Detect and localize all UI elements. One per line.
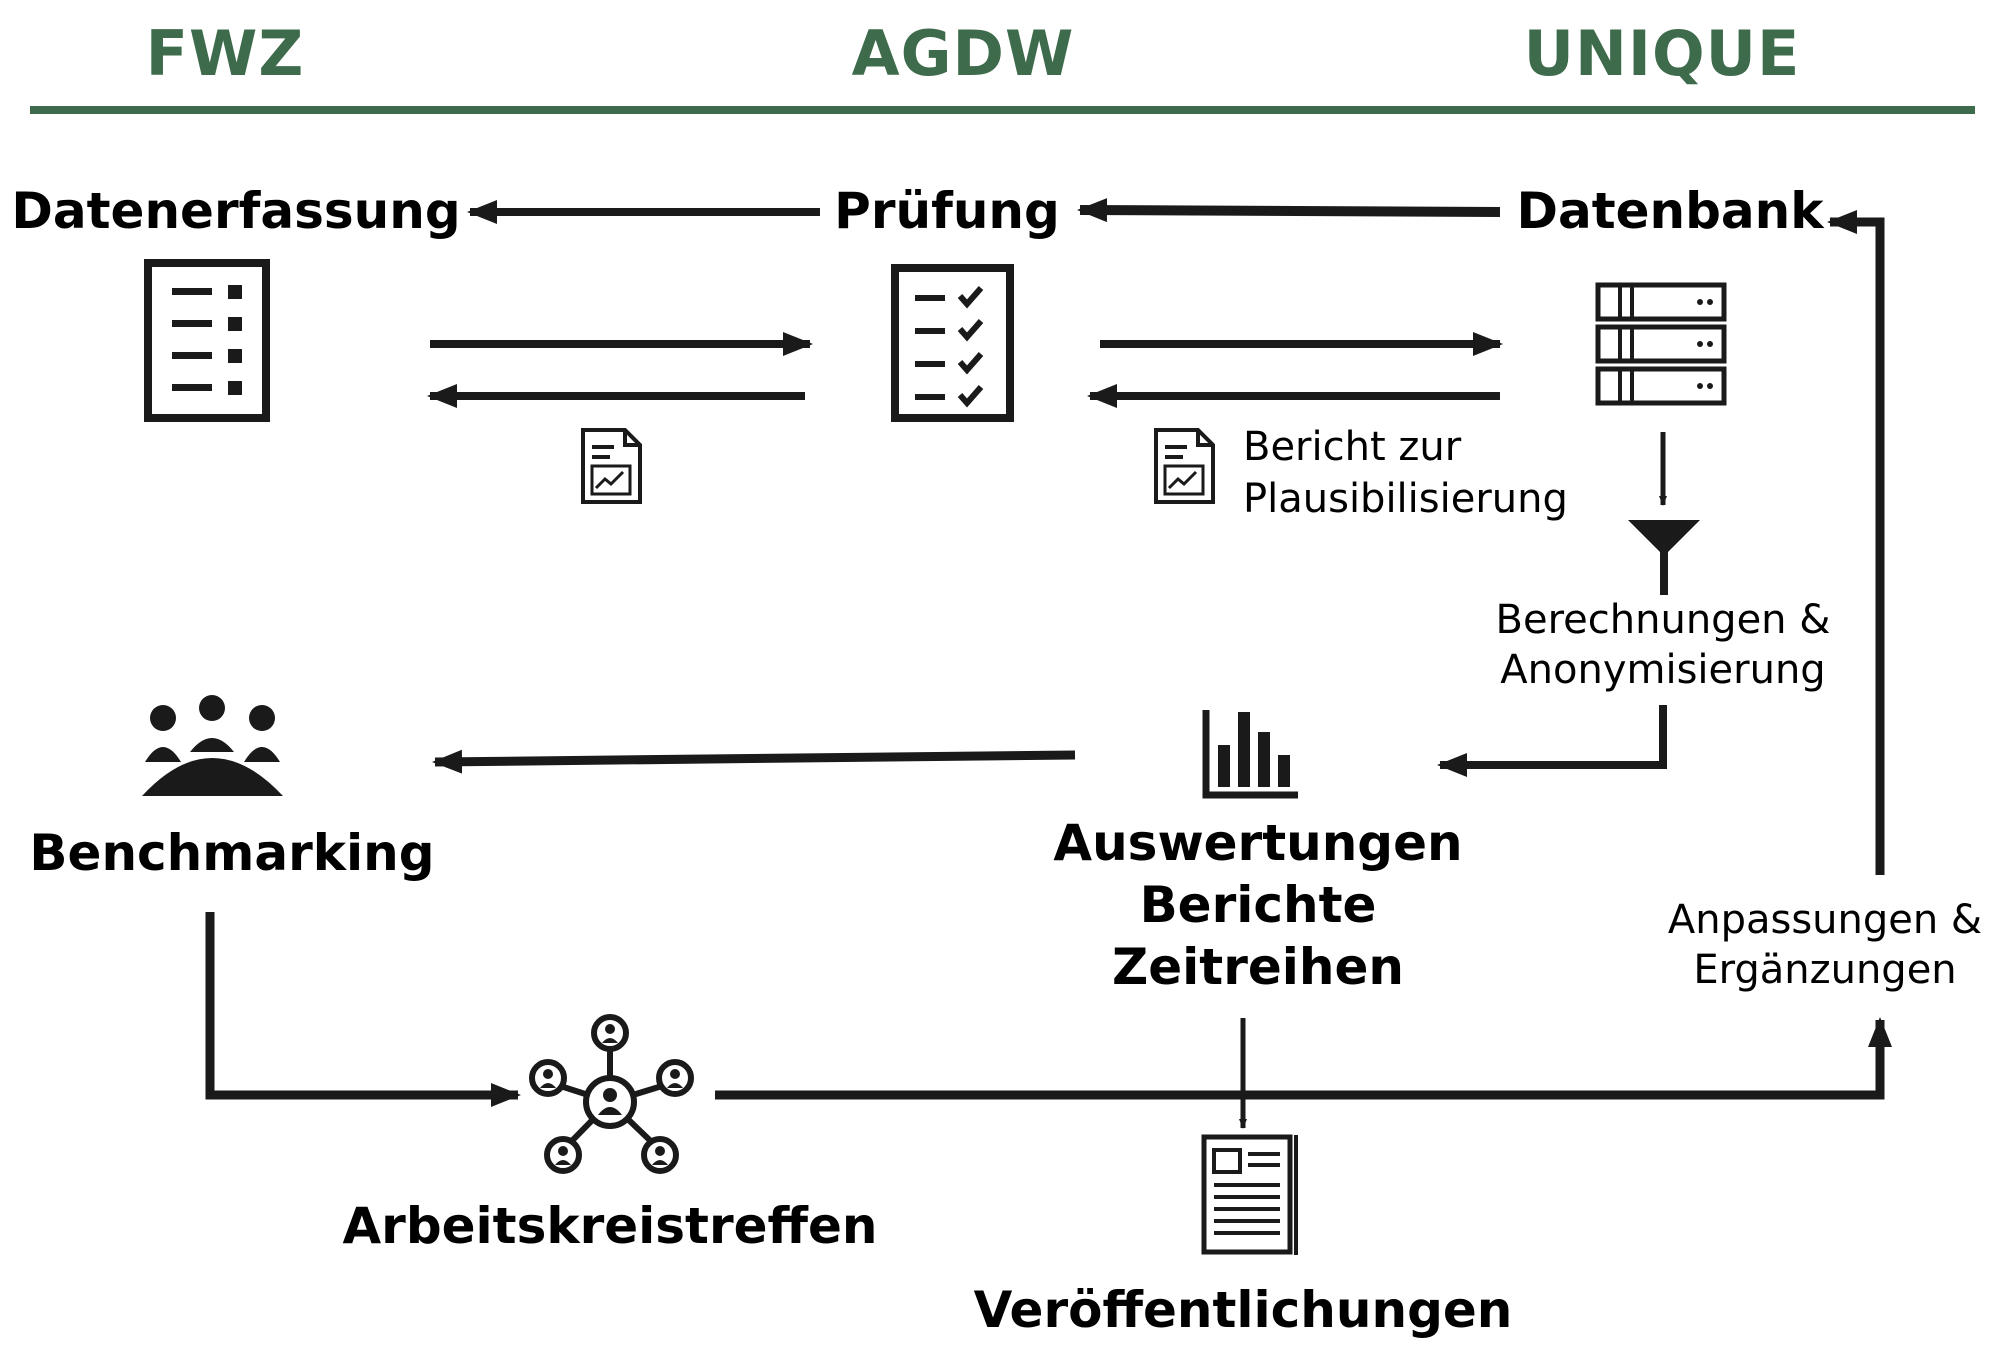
node-arbeitskreistreffen: Arbeitskreistreffen <box>342 1197 877 1255</box>
note-anpassungen-line2: Ergänzungen <box>1693 947 1956 993</box>
form-list-icon <box>144 259 270 422</box>
org-unique: UNIQUE <box>1524 17 1801 90</box>
org-fwz: FWZ <box>146 17 305 90</box>
network-people-figures <box>540 1024 683 1165</box>
arrow-datenbank-to-pruefung <box>1077 198 1501 223</box>
header-divider <box>30 106 1975 114</box>
arrow-arbeitskreistreffen-to-anpassungen <box>715 1017 1892 1100</box>
node-auswertungen-line1: Auswertungen <box>1053 814 1462 872</box>
node-auswertungen-line3: Zeitreihen <box>1112 938 1404 996</box>
node-pruefung: Prüfung <box>834 182 1060 240</box>
note-berechnungen-line2: Anonymisierung <box>1500 647 1825 693</box>
arrow-benchmarking-to-arbeitskreistreffen <box>205 912 521 1107</box>
note-bericht-line1: Bericht zur <box>1243 424 1462 470</box>
note-berechnungen-line1: Berechnungen & <box>1496 597 1831 643</box>
header: FWZ AGDW UNIQUE <box>30 17 1975 114</box>
node-veroeffentlichungen: Veröffentlichungen <box>974 1281 1513 1339</box>
arrow-anpassungen-to-datenbank <box>1827 210 1885 875</box>
note-bericht-line2: Plausibilisierung <box>1243 476 1568 522</box>
meeting-group-icon <box>142 695 283 796</box>
arrow-auswertungen-to-benchmarking <box>432 749 1076 774</box>
node-auswertungen-line2: Berichte <box>1140 876 1377 934</box>
newspaper-icon <box>1201 1134 1298 1255</box>
server-database-icon <box>1595 282 1727 406</box>
note-anpassungen-line1: Anpassungen & <box>1668 897 1982 943</box>
arrow-berechnungen-to-auswertungen <box>1437 705 1667 777</box>
checklist-icon <box>891 264 1014 422</box>
report-chart-icon <box>581 428 642 504</box>
network-people-icon <box>529 1014 694 1174</box>
node-datenerfassung: Datenerfassung <box>11 182 460 240</box>
node-benchmarking: Benchmarking <box>29 824 434 882</box>
bar-chart-icon <box>1202 710 1298 799</box>
funnel-icon <box>1628 520 1700 595</box>
node-datenbank: Datenbank <box>1516 182 1825 240</box>
report-chart-icon <box>1154 428 1215 504</box>
org-agdw: AGDW <box>852 17 1075 90</box>
